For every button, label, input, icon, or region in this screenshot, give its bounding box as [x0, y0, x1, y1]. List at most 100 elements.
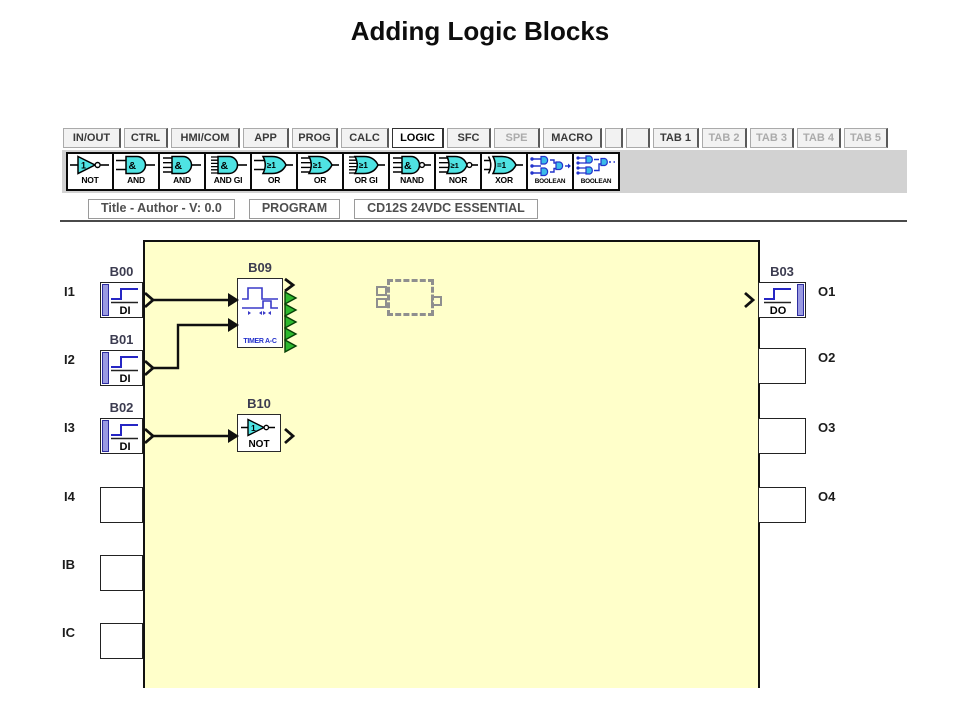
tab-app[interactable]: APP [243, 128, 289, 148]
not-gate-icon: 1 [70, 155, 109, 175]
output-slot-o2[interactable] [758, 348, 806, 384]
tab-calc[interactable]: CALC [341, 128, 389, 148]
tab-tab5[interactable]: TAB 5 [844, 128, 888, 148]
io-type-label: DI [119, 373, 131, 385]
nor-gate-icon: ≥1 [439, 155, 478, 175]
gate-button-not[interactable]: 1 NOT [66, 152, 114, 191]
not-gate-icon: 1 [241, 418, 275, 437]
output-slot-o4[interactable] [758, 487, 806, 523]
tab-logic[interactable]: LOGIC [392, 128, 444, 148]
output-pin-label-o1: O1 [818, 284, 836, 299]
tab-spe[interactable]: SPE [494, 128, 540, 148]
program-mode-box[interactable]: PROGRAM [248, 199, 341, 219]
gate-button-label: BOOLEAN [580, 178, 612, 185]
gate-button-nand[interactable]: & NAND [388, 152, 436, 191]
pending-block-output-stub [431, 296, 442, 306]
gate-button-xor[interactable]: =1 XOR [480, 152, 528, 191]
or-gi-gate-icon: ≥1 [349, 155, 385, 175]
output-terminal-bar [797, 284, 804, 316]
block-id-label-b02: B02 [109, 400, 134, 415]
pending-block-outline [387, 279, 434, 316]
tab-prog[interactable]: PROG [292, 128, 338, 148]
output-pin-label-o3: O3 [818, 420, 836, 435]
gate-button-label: NOT [81, 175, 99, 185]
gate-button-or-gi[interactable]: ≥1 OR GI [342, 152, 390, 191]
input-terminal-bar [102, 420, 109, 452]
tab-macro[interactable]: MACRO [543, 128, 602, 148]
wiring-canvas[interactable] [143, 240, 760, 688]
input-block-i2[interactable]: DI [100, 350, 143, 386]
output-pin-label-o4: O4 [818, 489, 836, 504]
gate-button-label: AND GI [213, 175, 243, 185]
timer-waveform-icon [242, 287, 278, 315]
output-slot-o3[interactable] [758, 418, 806, 454]
tab-hmi-com[interactable]: HMI/COM [171, 128, 240, 148]
tab-ctrl[interactable]: CTRL [124, 128, 168, 148]
tab-tab1[interactable]: TAB 1 [653, 128, 699, 148]
gate-button-label: NAND [400, 175, 424, 185]
svg-text:&: & [175, 160, 183, 172]
program-title-box[interactable]: Title - Author - V: 0.0 [88, 199, 235, 219]
gate-palette: 1 NOT & AND & [66, 152, 620, 191]
tab-tab3[interactable]: TAB 3 [750, 128, 794, 148]
input-block-i1[interactable]: DI [100, 282, 143, 318]
block-id-label-b03: B03 [770, 264, 794, 279]
svg-text:&: & [404, 160, 412, 172]
or-gate-icon: ≥1 [254, 155, 293, 175]
do-waveform-icon [764, 288, 791, 304]
pending-block-input-stub [376, 298, 387, 308]
nand-gate-icon: & [393, 155, 431, 175]
gate-button-boolean-1[interactable]: BOOLEAN [526, 152, 574, 191]
svg-text:≥1: ≥1 [267, 161, 276, 170]
pending-block-input-stub [376, 286, 387, 296]
di-waveform-icon [111, 424, 138, 440]
input-pin-label-ic: IC [62, 625, 75, 640]
input-block-i3[interactable]: DI [100, 418, 143, 454]
gate-button-or2[interactable]: ≥1 OR [250, 152, 298, 191]
gate-button-and-multi[interactable]: & AND [158, 152, 206, 191]
output-block-o1[interactable]: DO [758, 282, 806, 318]
boolean-network-alt-icon [576, 155, 615, 175]
gate-button-label: AND [127, 175, 145, 185]
io-type-label: DO [769, 305, 787, 317]
gate-button-label: BOOLEAN [534, 178, 566, 185]
tab-sfc[interactable]: SFC [447, 128, 491, 148]
input-pin-label-i3: I3 [64, 420, 75, 435]
input-terminal-bar [102, 352, 109, 384]
block-id-label-b10: B10 [247, 396, 271, 411]
di-waveform-icon [111, 356, 138, 372]
block-id-label-b00: B00 [109, 264, 134, 279]
tab-in-out[interactable]: IN/OUT [63, 128, 121, 148]
svg-text:≥1: ≥1 [313, 161, 322, 170]
function-block-timer[interactable]: TIMER A-C [237, 278, 283, 348]
and-gi-gate-icon: & [211, 155, 247, 175]
svg-text:1: 1 [251, 423, 256, 433]
tab-stub-2[interactable] [626, 128, 650, 148]
function-block-not[interactable]: 1 NOT [237, 414, 281, 452]
input-pin-label-i1: I1 [64, 284, 75, 299]
toolbar-separator [60, 220, 907, 222]
input-slot-ic[interactable] [100, 623, 143, 659]
gate-button-label: OR [267, 175, 281, 185]
gate-button-label: XOR [495, 175, 513, 185]
gate-button-or-multi[interactable]: ≥1 OR [296, 152, 344, 191]
tab-tab2[interactable]: TAB 2 [702, 128, 747, 148]
input-pin-label-i2: I2 [64, 352, 75, 367]
gate-button-and2[interactable]: & AND [112, 152, 160, 191]
gate-button-and-gi[interactable]: & AND GI [204, 152, 252, 191]
page-title: Adding Logic Blocks [350, 16, 610, 46]
and-gate-icon: & [116, 155, 155, 175]
status-row: Title - Author - V: 0.0 PROGRAM CD12S 24… [88, 199, 538, 219]
gate-button-boolean-2[interactable]: BOOLEAN [572, 152, 620, 191]
controller-model-box[interactable]: CD12S 24VDC ESSENTIAL [354, 199, 538, 219]
input-slot-i4[interactable] [100, 487, 143, 523]
svg-text:1: 1 [81, 161, 86, 171]
svg-text:≥1: ≥1 [359, 161, 368, 170]
toolbar-tab-row: IN/OUT CTRL HMI/COM APP PROG CALC LOGIC … [63, 128, 888, 148]
tab-tab4[interactable]: TAB 4 [797, 128, 841, 148]
input-slot-ib[interactable] [100, 555, 143, 591]
input-terminal-bar [102, 284, 109, 316]
output-pin-label-o2: O2 [818, 350, 836, 365]
tab-stub-1[interactable] [605, 128, 623, 148]
gate-button-nor[interactable]: ≥1 NOR [434, 152, 482, 191]
